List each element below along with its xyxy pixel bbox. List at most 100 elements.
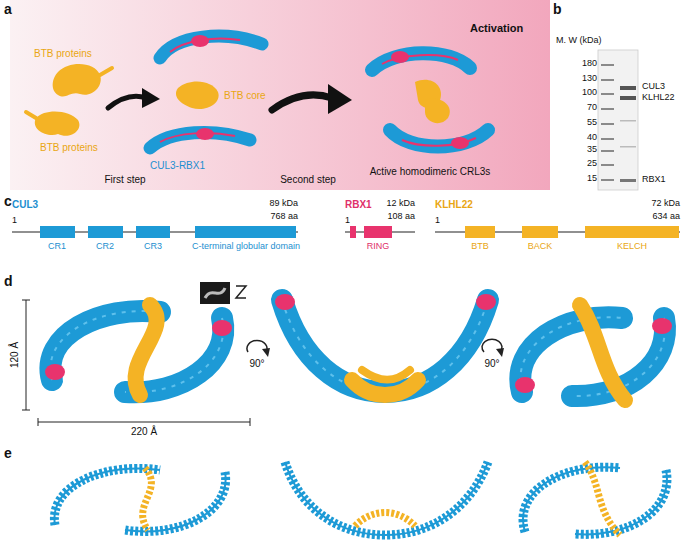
- label-text: 1: [12, 216, 17, 226]
- label-text: 90°: [484, 358, 499, 369]
- label-text: 130: [582, 74, 597, 84]
- label-text: 70: [587, 103, 597, 113]
- label-text: BTB proteins: [40, 142, 98, 153]
- scale-tick: [250, 418, 251, 426]
- label-text: BACK: [528, 242, 553, 252]
- ladder-band: [601, 164, 614, 166]
- arrow-head: [328, 84, 352, 114]
- label-text: 89 kDa: [269, 199, 298, 209]
- rbx1-shape: [196, 128, 214, 140]
- label-text: 108 aa: [387, 212, 415, 222]
- btb-protein: [35, 111, 80, 135]
- panel-background: [10, 0, 550, 190]
- domain-box: [465, 226, 495, 238]
- btb-core: [425, 99, 450, 123]
- label-text: BTB proteins: [34, 48, 92, 59]
- panel-letter: b: [553, 2, 562, 17]
- ladder-band: [601, 93, 614, 95]
- panel-letter: c: [4, 194, 12, 209]
- label-text: 1: [345, 216, 350, 226]
- cul3-ribbon: [125, 472, 226, 531]
- klhl22-density: [362, 370, 410, 380]
- ladder-band: [601, 123, 614, 125]
- label-text: CR3: [144, 242, 162, 252]
- label-text: BTB core: [224, 90, 266, 101]
- label-text: RING: [367, 242, 390, 252]
- rbx1-shape: [391, 51, 409, 63]
- panel-letter: d: [4, 274, 13, 289]
- label-text: RBX1: [345, 199, 372, 210]
- rbx1-density: [275, 294, 295, 310]
- klhl22-ribbon: [143, 468, 152, 530]
- cul3-ribbon: [575, 470, 667, 534]
- label-text: KELCH: [617, 242, 647, 252]
- class-average-shape: [205, 288, 225, 298]
- domain-box: [88, 226, 123, 238]
- ladder-band: [601, 150, 614, 152]
- scale-tick: [22, 300, 30, 301]
- cul3-shape: [160, 36, 262, 58]
- domain-box: [364, 226, 392, 238]
- label-text: CUL3: [12, 199, 38, 210]
- label-text: 12 kDa: [386, 199, 415, 209]
- rbx1-shape: [191, 35, 209, 47]
- label-text: 25: [587, 159, 597, 169]
- label-text: 40: [587, 133, 597, 143]
- sample-band: [620, 179, 636, 182]
- label-text: Activation: [470, 22, 523, 34]
- label-text: 72 kDa: [651, 199, 680, 209]
- label-text: Second step: [280, 174, 336, 185]
- scale-tick: [22, 410, 30, 411]
- domain-box: [195, 226, 296, 238]
- rbx1-density: [652, 318, 672, 334]
- label-text: 100: [582, 88, 597, 98]
- rbx1-shape: [451, 137, 469, 149]
- sample-band: [620, 86, 636, 90]
- step-arrow: [108, 96, 146, 108]
- label-text: CUL3-RBX1: [150, 160, 205, 171]
- cul3-shape: [372, 53, 470, 70]
- label-text: 1: [435, 216, 440, 226]
- rbx1-density: [45, 364, 65, 380]
- rbx1-density: [476, 294, 496, 310]
- klhl22-density: [136, 305, 157, 395]
- ladder-band: [601, 138, 614, 140]
- label-text: KLHL22: [642, 93, 675, 103]
- ladder-bands: [601, 64, 614, 181]
- step-arrow: [272, 95, 332, 110]
- label-text: C-terminal globular domain: [192, 242, 300, 252]
- panel-letter: e: [4, 446, 12, 461]
- cul3-ribbon: [575, 470, 667, 534]
- cul3-ribbon: [285, 462, 488, 535]
- density-texture: [282, 300, 488, 392]
- label-text: CUL3: [642, 82, 665, 92]
- btb-tail: [100, 68, 112, 75]
- domain-box: [40, 226, 75, 238]
- klhl22-density: [580, 305, 625, 400]
- cul3-density: [282, 300, 488, 392]
- scale-tick: [38, 418, 39, 426]
- klhl22-ribbon: [355, 513, 415, 527]
- cul3-ribbon: [285, 462, 488, 535]
- domain-box: [350, 226, 356, 238]
- ladder-band: [601, 179, 614, 181]
- label-text: M. W (kDa): [556, 36, 602, 46]
- scale-bar: [38, 422, 250, 423]
- cul3-ribbon: [523, 467, 620, 532]
- label-text: CR2: [96, 242, 114, 252]
- label-text: RBX1: [642, 175, 666, 185]
- label-text: 120 Å: [9, 342, 20, 368]
- panel-letter: a: [4, 2, 12, 17]
- label-text: 634 aa: [652, 212, 680, 222]
- ladder-band: [601, 79, 614, 81]
- label-text: 55: [587, 118, 597, 128]
- label-text: 180: [582, 59, 597, 69]
- label-text: BTB: [471, 242, 489, 252]
- scale-bar: [26, 300, 27, 410]
- arrow-head: [262, 348, 270, 357]
- label-text: CR1: [48, 242, 66, 252]
- label-text: KLHL22: [435, 199, 473, 210]
- z-shape-symbol: [236, 286, 246, 298]
- rbx1-density: [515, 377, 535, 393]
